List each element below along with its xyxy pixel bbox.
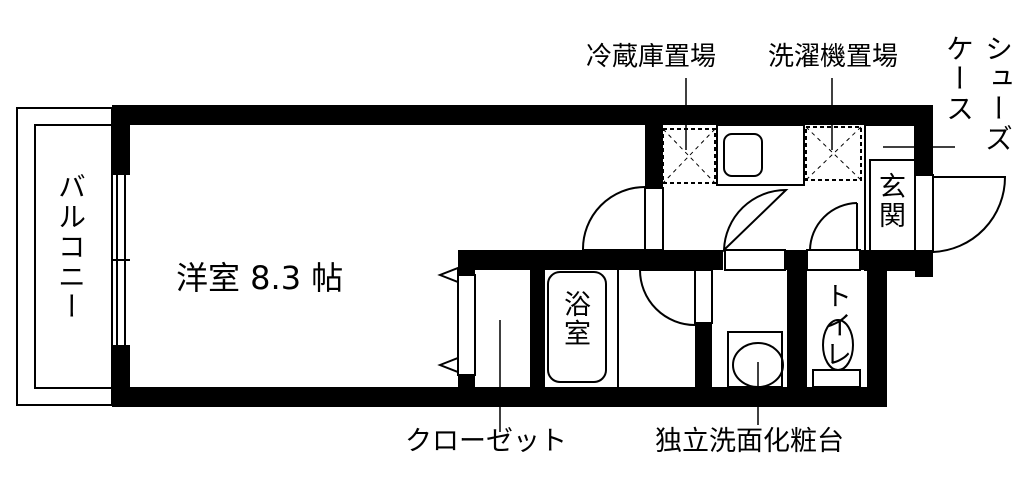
toilet-tank bbox=[812, 369, 861, 388]
walls bbox=[112, 105, 933, 407]
label-vanity: 独立洗面化粧台 bbox=[655, 426, 844, 457]
room-bathroom: 浴室 bbox=[559, 290, 590, 348]
balcony-window bbox=[112, 175, 130, 345]
bathtub bbox=[547, 271, 607, 383]
room-toilet: トイレ bbox=[820, 282, 851, 369]
doors bbox=[437, 174, 1007, 376]
label-shoe-case-1: シューズ bbox=[981, 34, 1014, 154]
room-western: 洋室 8.3 帖 bbox=[176, 259, 344, 297]
label-fridge-space: 冷蔵庫置場 bbox=[586, 42, 717, 72]
vanity-unit bbox=[727, 331, 783, 388]
washer-space bbox=[805, 126, 862, 181]
fridge-space bbox=[662, 128, 716, 184]
label-shoe-case-2: ケース bbox=[942, 34, 975, 124]
leader-lines bbox=[499, 78, 955, 432]
room-entrance: 玄関 bbox=[874, 172, 905, 230]
label-closet: クローゼット bbox=[405, 426, 567, 457]
sink bbox=[716, 124, 805, 186]
room-balcony: バルコニー bbox=[54, 172, 87, 322]
balcony-inner bbox=[34, 124, 113, 389]
sink-basin bbox=[723, 133, 763, 177]
label-washer-space: 洗濯機置場 bbox=[768, 42, 899, 72]
toilet-bowl bbox=[822, 319, 854, 371]
